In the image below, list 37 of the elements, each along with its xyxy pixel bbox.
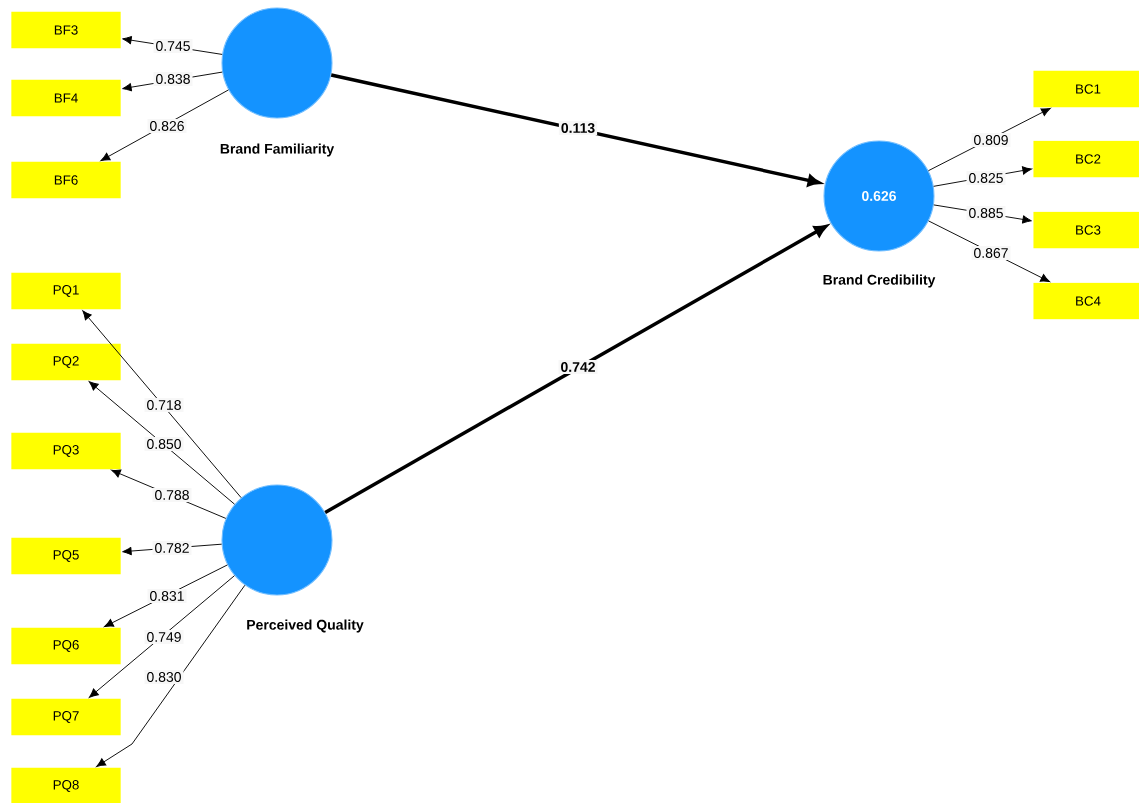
- indicator-box: BC2: [1033, 140, 1139, 178]
- edge-label: 0.809: [971, 133, 1011, 147]
- arrow: [927, 107, 1051, 172]
- indicator-box: PQ6: [11, 627, 121, 665]
- indicator-box: BF3: [11, 11, 121, 49]
- indicator-box: PQ2: [11, 343, 121, 381]
- edge-label: 0.788: [152, 488, 192, 502]
- arrow: [88, 381, 236, 505]
- edge-label: 0.718: [144, 398, 184, 412]
- edge-label: 0.826: [147, 119, 187, 133]
- construct-name: Brand Credibility: [823, 274, 936, 288]
- indicator-box: BC1: [1033, 70, 1139, 108]
- indicator-box: PQ7: [11, 698, 121, 736]
- edge-label: 0.850: [144, 437, 184, 451]
- indicator-box: BC4: [1033, 282, 1139, 320]
- indicator-box: PQ8: [11, 767, 121, 803]
- edge-label: 0.885: [966, 206, 1006, 220]
- edge-label: 0.749: [144, 630, 184, 644]
- edge-label: 0.830: [144, 670, 184, 684]
- edge-label: 0.825: [966, 171, 1006, 185]
- indicator-box: PQ5: [11, 537, 121, 575]
- indicator-box: BF6: [11, 161, 121, 199]
- construct-name: Brand Familiarity: [220, 143, 335, 157]
- edge-label: 0.831: [147, 589, 187, 603]
- arrow: [96, 584, 246, 767]
- indicator-box: BF4: [11, 79, 121, 117]
- indicator-box: BC3: [1033, 211, 1139, 249]
- construct-name: Perceived Quality: [247, 619, 364, 633]
- edge-label: 0.745: [153, 39, 193, 53]
- arrow: [88, 575, 235, 698]
- edge-label: 0.867: [971, 246, 1011, 260]
- indicator-box: PQ1: [11, 272, 121, 310]
- indicator-box: PQ3: [11, 432, 121, 470]
- edge-label: 0.838: [153, 72, 193, 86]
- arrow: [100, 89, 229, 162]
- edge-label: 0.782: [152, 541, 192, 555]
- arrow: [82, 310, 242, 499]
